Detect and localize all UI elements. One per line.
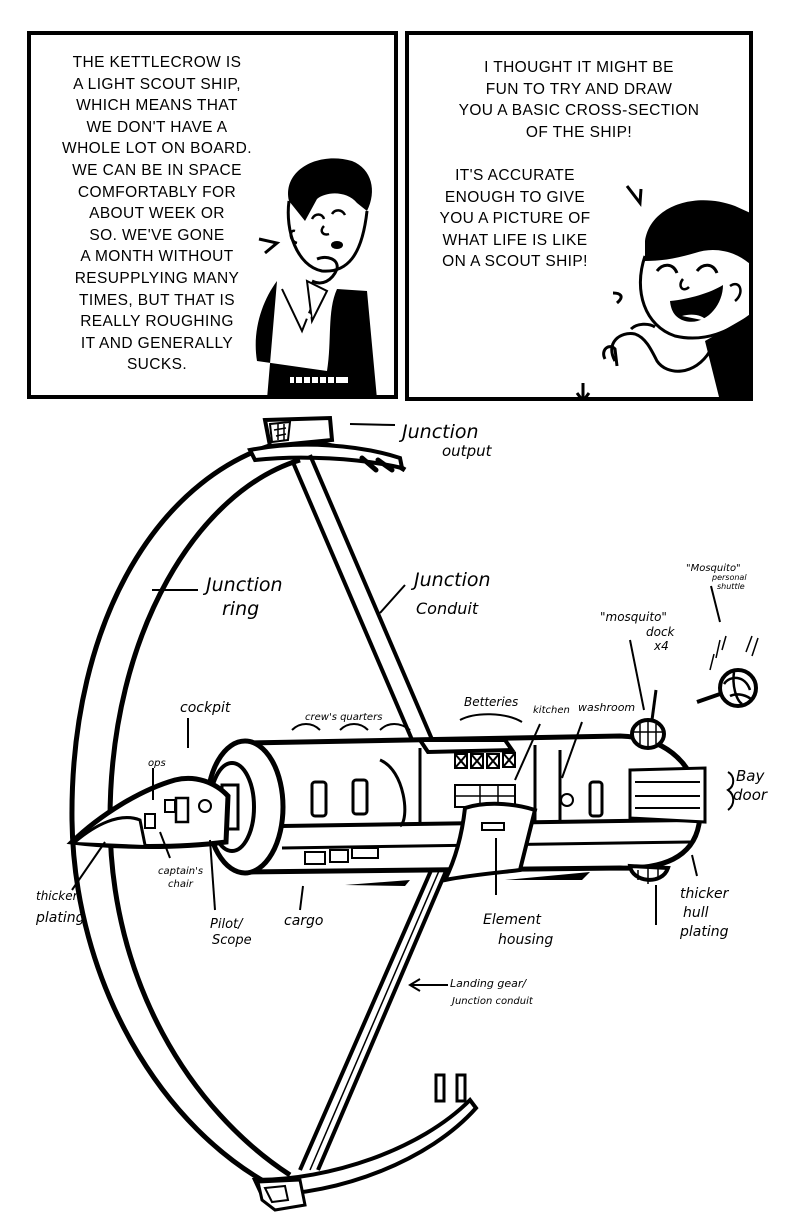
leader-mosquito-shuttle	[710, 585, 721, 623]
speech-line: RESUPPLYING MANY	[74, 269, 240, 287]
leader-thicker-hull	[691, 854, 698, 877]
landing-gear-conduit	[298, 849, 442, 1171]
leader-landing-gear	[408, 978, 448, 992]
speech-line: IT'S ACCURATE	[455, 167, 575, 184]
element-housing	[441, 801, 538, 883]
speech-tail	[625, 185, 643, 208]
speech-line: OF THE SHIP!	[525, 123, 633, 141]
character-thinking	[255, 158, 377, 395]
mosquito-shuttle	[696, 635, 759, 708]
character-hand	[311, 255, 339, 285]
label-crews-quarters: crew's quarters	[305, 712, 382, 723]
speech-line: COMFORTABLY FOR	[77, 183, 237, 201]
leader-pilot-scope	[209, 839, 216, 911]
speech-line: A MONTH WITHOUT	[80, 248, 234, 266]
character-hair	[645, 200, 749, 264]
speech-line: REALLY ROUGHING	[80, 313, 234, 331]
character-mouth	[670, 285, 723, 322]
label-ops: ops	[148, 758, 166, 769]
speech-line: FUN TO TRY AND DRAW	[485, 80, 673, 98]
label-cockpit: cockpit	[180, 700, 231, 716]
comic-panel-2: I THOUGHT IT MIGHT BE FUN TO TRY AND DRA…	[405, 31, 753, 401]
junction-output	[247, 415, 405, 473]
mosquito-dock-top	[630, 689, 666, 750]
character-smiling	[575, 185, 749, 397]
speech-line: A LIGHT SCOUT SHIP,	[73, 75, 241, 93]
speech-line: WHOLE LOT ON BOARD.	[62, 140, 252, 158]
leader-washroom	[561, 721, 583, 779]
speech-line: WE CAN BE IN SPACE	[72, 161, 242, 179]
motion-arrow	[345, 880, 410, 886]
comic-panel-1: THE KETTLECROW IS A LIGHT SCOUT SHIP, WH…	[27, 31, 398, 399]
speech-line: WE DON'T HAVE A	[86, 118, 228, 136]
speech-line: SO. WE'VE GONE	[89, 226, 225, 244]
leader-cargo	[299, 885, 304, 911]
batteries-brace	[459, 713, 523, 723]
junction-ring	[69, 437, 291, 1193]
label-cargo: cargo	[284, 913, 323, 929]
speech-line: TIMES, BUT THAT IS	[79, 291, 235, 309]
mosquito-dock-bottom	[627, 863, 671, 884]
speech-line: WHICH MEANS THAT	[76, 97, 238, 115]
batteries-block	[416, 738, 516, 755]
leader-thicker-plating	[71, 841, 106, 891]
label-pilot-scope: Pilot/Scope	[210, 917, 252, 948]
speech-bubble-cross-section: I THOUGHT IT MIGHT BE FUN TO TRY AND DRA…	[429, 57, 729, 143]
label-washroom: washroom	[578, 701, 635, 714]
leader-kitchen	[514, 723, 541, 781]
speech-line: I THOUGHT IT MIGHT BE	[484, 59, 674, 76]
label-kitchen: kitchen	[533, 705, 570, 716]
crews-quarters-brace	[291, 723, 411, 731]
ship-hull	[204, 733, 707, 876]
speech-tail	[258, 237, 281, 255]
label-landing-gear: Landing gear/Junction conduit	[450, 977, 534, 1007]
speech-line: ENOUGH TO GIVE	[444, 188, 586, 206]
leader-mosquito-dock	[629, 639, 645, 711]
label-batteries: Betteries	[464, 695, 518, 709]
leader-junction-output	[349, 423, 396, 426]
character-face	[286, 200, 369, 273]
character-collar	[705, 315, 749, 397]
character-torso	[255, 281, 377, 395]
cockpit-module	[66, 775, 231, 849]
leader-captains-chair	[159, 831, 171, 859]
arrow-down-icon	[575, 383, 591, 397]
speech-tail	[612, 291, 623, 305]
character-hand	[610, 332, 712, 373]
speech-line: THE KETTLECROW IS	[72, 54, 242, 71]
junction-output-bottom	[251, 1073, 479, 1212]
speech-bubble-scout-life: IT'S ACCURATE ENOUGH TO GIVE YOU A PICTU…	[411, 165, 619, 273]
leader-junction-conduit	[379, 584, 406, 614]
speech-line: IT AND GENERALLY	[80, 334, 234, 352]
speech-bubble-kettlecrow-intro: THE KETTLECROW IS A LIGHT SCOUT SHIP, WH…	[39, 52, 275, 376]
speech-line: WHAT LIFE IS LIKE	[442, 231, 588, 249]
character-hair	[288, 158, 372, 221]
speech-line: YOU A BASIC CROSS-SECTION	[458, 102, 700, 120]
speech-line: ON A SCOUT SHIP!	[442, 253, 588, 271]
bay-door-brace	[726, 771, 735, 811]
speech-line: SUCKS.	[126, 356, 188, 374]
speech-line: YOU A PICTURE OF	[439, 210, 591, 228]
speech-line: ABOUT WEEK OR	[89, 205, 225, 223]
